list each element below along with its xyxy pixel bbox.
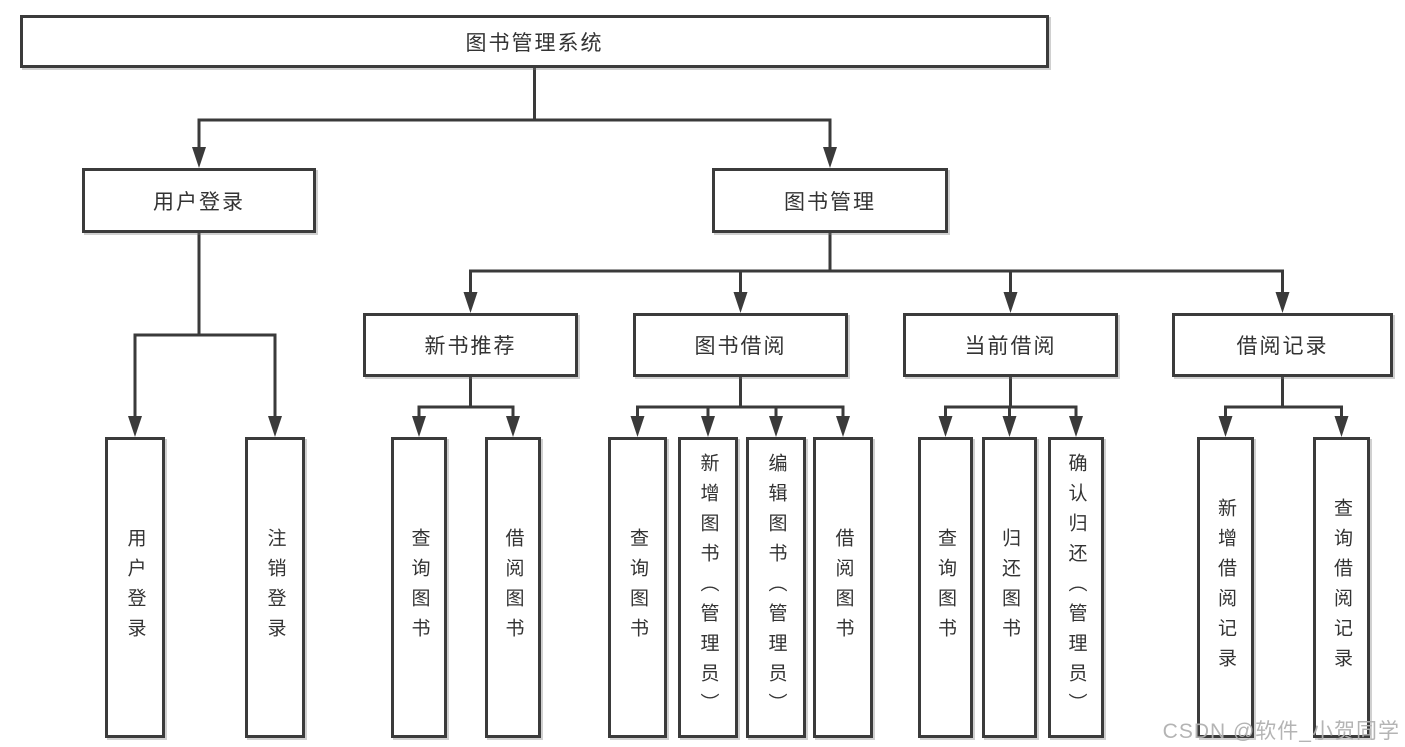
- node-borrow-records: 借阅记录: [1172, 313, 1393, 377]
- leaf-logout: 注销登录: [245, 437, 305, 738]
- connector-borrow-records-to-leaves: [1218, 375, 1349, 437]
- leaf-return-book: 归还图书: [982, 437, 1037, 738]
- leaf-confirm-return-admin: 确认归还（管理员）: [1048, 437, 1104, 738]
- connector-book-management-to-level3: [463, 231, 1290, 313]
- csdn-watermark: CSDN @软件_小贺同学: [1162, 720, 1400, 743]
- connector-root-to-level2: [192, 66, 837, 168]
- node-user-login-branch: 用户登录: [82, 168, 316, 233]
- leaf-query-book-current: 查询图书: [918, 437, 973, 738]
- leaf-query-borrow-record: 查询借阅记录: [1313, 437, 1370, 738]
- connector-book-borrow-to-leaves: [630, 375, 850, 437]
- node-book-management: 图书管理: [712, 168, 948, 233]
- leaf-borrow-book-recommend: 借阅图书: [485, 437, 541, 738]
- leaf-borrow-book: 借阅图书: [813, 437, 873, 738]
- connector-new-book-recommend-to-leaves: [412, 375, 520, 437]
- connector-user-login-to-leaves: [128, 231, 282, 437]
- leaf-query-book-borrow: 查询图书: [608, 437, 667, 738]
- leaf-add-book-admin: 新增图书（管理员）: [678, 437, 738, 738]
- leaf-edit-book-admin: 编辑图书（管理员）: [746, 437, 806, 738]
- leaf-add-borrow-record: 新增借阅记录: [1197, 437, 1254, 738]
- node-root-system: 图书管理系统: [20, 15, 1049, 68]
- node-new-book-recommend: 新书推荐: [363, 313, 578, 377]
- leaf-user-login: 用户登录: [105, 437, 165, 738]
- node-current-borrow: 当前借阅: [903, 313, 1118, 377]
- leaf-query-book-recommend: 查询图书: [391, 437, 447, 738]
- connector-current-borrow-to-leaves: [938, 375, 1083, 437]
- node-book-borrow: 图书借阅: [633, 313, 848, 377]
